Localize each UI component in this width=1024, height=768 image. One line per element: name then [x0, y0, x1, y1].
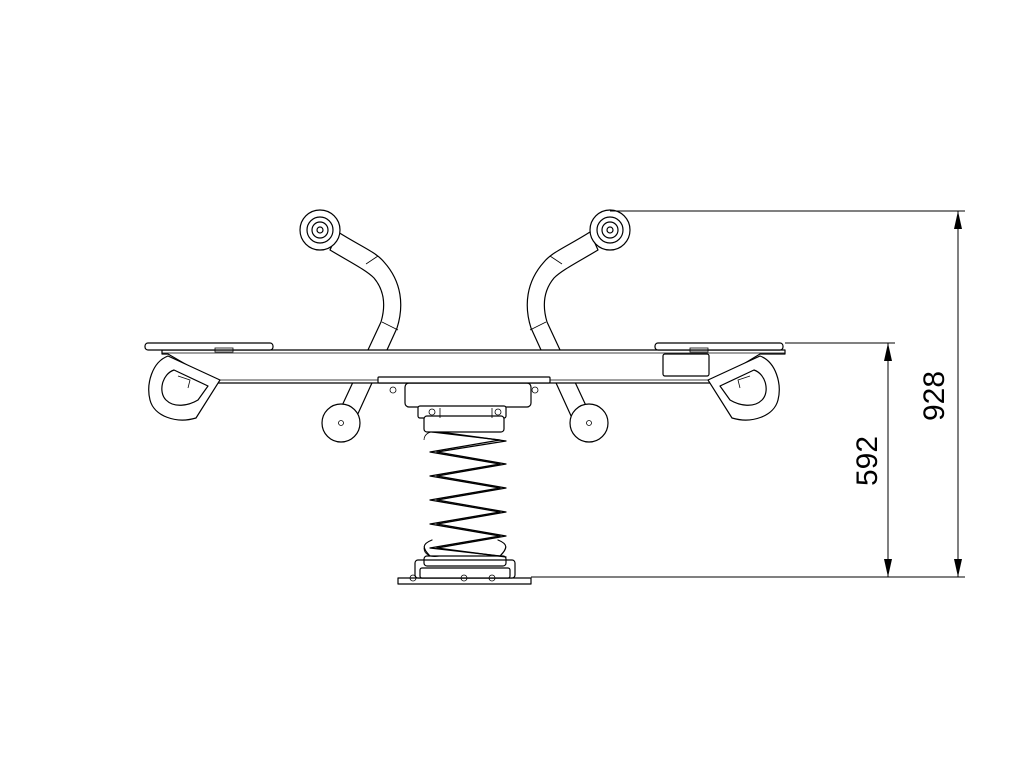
label-plate — [662, 353, 710, 377]
left-footrest — [321, 403, 361, 443]
left-handle — [299, 209, 402, 419]
right-seat — [654, 342, 784, 421]
dimension-592-label: 592 — [851, 436, 884, 486]
right-footrest — [569, 403, 609, 443]
spring-top-mount — [404, 382, 532, 433]
base-plate — [397, 539, 532, 585]
dimension-overall-height: 928 — [531, 210, 965, 578]
seesaw-beam — [161, 349, 786, 394]
left-seat — [144, 342, 274, 421]
dimension-928-label: 928 — [918, 371, 951, 421]
coil-spring — [423, 431, 507, 558]
right-handle — [526, 209, 631, 419]
dimension-seat-height: 592 — [785, 342, 895, 577]
